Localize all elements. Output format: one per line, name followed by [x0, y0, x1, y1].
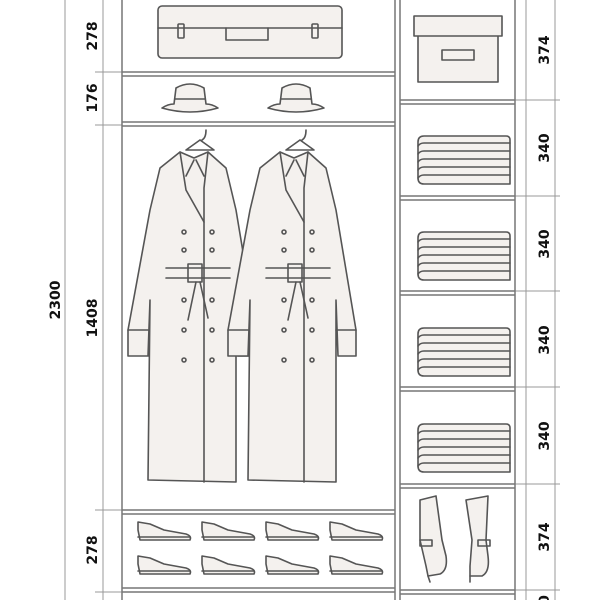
hanging-height-label: 1408 — [85, 299, 101, 338]
shoe-shelf-height-label: 278 — [85, 535, 101, 564]
boot-icon — [465, 495, 491, 583]
shoe-icon — [329, 521, 384, 541]
total-height-label: 2300 — [48, 280, 64, 319]
shoe-icon — [137, 555, 192, 575]
storage-box-icon — [413, 15, 503, 83]
folded-towels-icon — [417, 231, 511, 281]
hat-shelf-height-label: 176 — [85, 83, 101, 112]
box-shelf-height-label: 374 — [537, 35, 553, 64]
suitcase-icon — [157, 5, 343, 59]
shelf-1-height-label: 340 — [537, 133, 553, 162]
hat-icon — [161, 83, 219, 113]
right-ticks — [515, 99, 560, 591]
shelf-2-height-label: 340 — [537, 229, 553, 258]
shelf-3-height-label: 340 — [537, 325, 553, 354]
trench-coat-icon — [227, 129, 357, 483]
shelf-4-height-label: 340 — [537, 421, 553, 450]
boot-shelf-height-label: 374 — [537, 522, 553, 551]
shoe-icon — [201, 521, 256, 541]
folded-towels-icon — [417, 327, 511, 377]
shoe-icon — [265, 521, 320, 541]
cabinet-frame — [121, 0, 516, 600]
top-shelf-height-label: 278 — [85, 21, 101, 50]
folded-towels-icon — [417, 135, 511, 185]
shoe-icon — [201, 555, 256, 575]
trench-coat-icon — [127, 129, 257, 483]
shoe-icon — [329, 555, 384, 575]
folded-towels-icon — [417, 423, 511, 473]
left-ticks — [95, 71, 122, 593]
bottom-partial-label: 0 — [537, 595, 553, 600]
shoe-icon — [265, 555, 320, 575]
shoe-icon — [137, 521, 192, 541]
boot-icon — [419, 495, 448, 583]
hat-icon — [267, 83, 325, 113]
